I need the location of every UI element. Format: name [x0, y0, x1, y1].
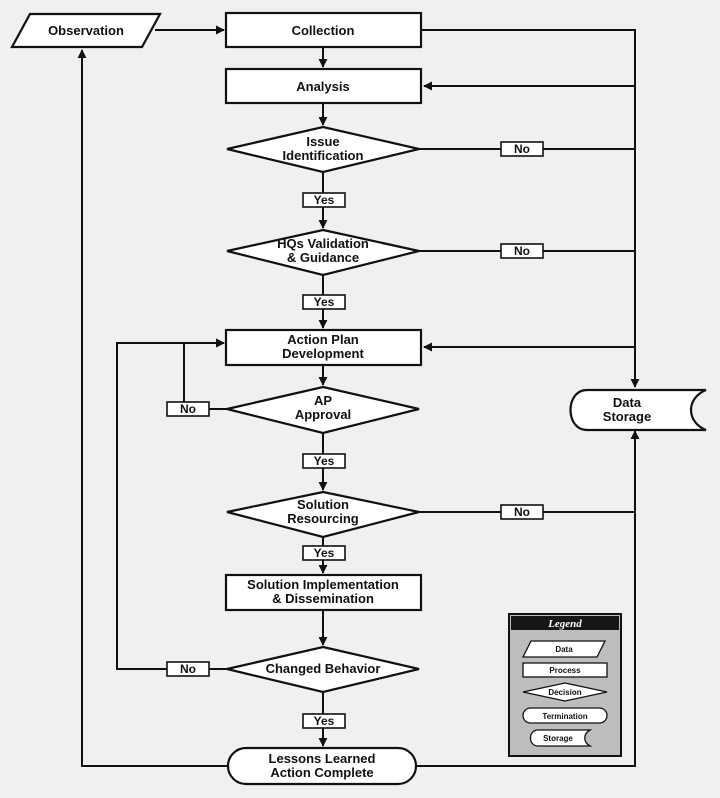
node-hqs-label-2: & Guidance	[287, 250, 359, 265]
tag-no-resourcing: No	[500, 504, 544, 520]
node-observation-label: Observation	[48, 23, 124, 38]
node-hqs-label-1: HQs Validation	[277, 236, 369, 251]
node-action-plan-label-1: Action Plan	[287, 332, 359, 347]
node-implementation-label-1: Solution Implementation	[247, 577, 399, 592]
node-changed-behavior: Changed Behavior	[226, 645, 420, 694]
node-action-plan-label-2: Development	[282, 346, 364, 361]
svg-text:Data: Data	[555, 645, 573, 654]
tag-yes-resourcing: Yes	[302, 545, 346, 561]
node-storage-label-1: Data	[613, 395, 642, 410]
node-action-plan: Action Plan Development	[224, 328, 423, 367]
node-resourcing-label-1: Solution	[297, 497, 349, 512]
node-analysis: Analysis	[224, 67, 423, 105]
edge-approval-no	[183, 338, 230, 410]
edge-lessons-datastorage	[416, 430, 640, 767]
edge-collection-datastorage	[421, 29, 640, 388]
node-issue-identification: Issue Identification	[226, 125, 420, 174]
node-lessons-label-1: Lessons Learned	[269, 751, 376, 766]
edge-lessons-observation	[77, 49, 230, 767]
svg-text:No: No	[180, 402, 196, 416]
svg-text:Termination: Termination	[542, 712, 587, 721]
legend-item-termination: Termination	[522, 707, 608, 724]
node-behavior-label: Changed Behavior	[266, 661, 381, 676]
svg-text:No: No	[514, 505, 530, 519]
node-solution-implementation: Solution Implementation & Dissemination	[224, 573, 423, 612]
node-data-storage: Data Storage	[569, 388, 707, 432]
node-implementation-label-2: & Dissemination	[272, 591, 374, 606]
svg-text:Yes: Yes	[314, 295, 335, 309]
svg-text:Yes: Yes	[314, 193, 335, 207]
node-hqs-validation: HQs Validation & Guidance	[226, 228, 420, 277]
node-resourcing-label-2: Resourcing	[287, 511, 359, 526]
edge-behavior-no	[116, 338, 230, 670]
node-collection-label: Collection	[292, 23, 355, 38]
node-lessons-label-2: Action Complete	[270, 765, 373, 780]
svg-text:No: No	[180, 662, 196, 676]
node-observation: Observation	[10, 12, 162, 49]
legend-item-storage: Storage	[529, 729, 593, 747]
svg-text:Yes: Yes	[314, 714, 335, 728]
legend-title: Legend	[547, 618, 582, 630]
svg-text:Process: Process	[549, 666, 581, 675]
tag-no-issue: No	[500, 141, 544, 157]
svg-text:No: No	[514, 244, 530, 258]
node-analysis-label: Analysis	[296, 79, 349, 94]
tag-no-approval: No	[166, 401, 210, 417]
node-ap-approval: AP Approval	[226, 385, 420, 435]
tag-yes-behavior: Yes	[302, 713, 346, 729]
svg-text:Storage: Storage	[543, 734, 573, 743]
legend-item-process: Process	[522, 662, 608, 678]
legend-item-data: Data	[521, 640, 607, 658]
tag-yes-hqs: Yes	[302, 294, 346, 310]
legend: Legend Data Process Decision Termination…	[508, 613, 622, 757]
svg-text:No: No	[514, 142, 530, 156]
node-lessons-learned: Lessons Learned Action Complete	[226, 746, 418, 786]
tag-yes-issue: Yes	[302, 192, 346, 208]
svg-text:Yes: Yes	[314, 454, 335, 468]
tag-no-hqs: No	[500, 243, 544, 259]
node-issue-label-1: Issue	[306, 134, 339, 149]
tag-yes-approval: Yes	[302, 453, 346, 469]
svg-text:Decision: Decision	[548, 688, 581, 697]
svg-text:Yes: Yes	[314, 546, 335, 560]
node-ap-label-1: AP	[314, 393, 332, 408]
node-storage-label-2: Storage	[603, 409, 651, 424]
tag-no-behavior: No	[166, 661, 210, 677]
legend-item-decision: Decision	[522, 682, 608, 702]
node-collection: Collection	[224, 11, 423, 49]
edge-tags: Yes Yes Yes Yes Yes No No No	[166, 141, 544, 729]
node-solution-resourcing: Solution Resourcing	[226, 490, 420, 539]
node-ap-label-2: Approval	[295, 407, 351, 422]
node-issue-label-2: Identification	[283, 148, 364, 163]
